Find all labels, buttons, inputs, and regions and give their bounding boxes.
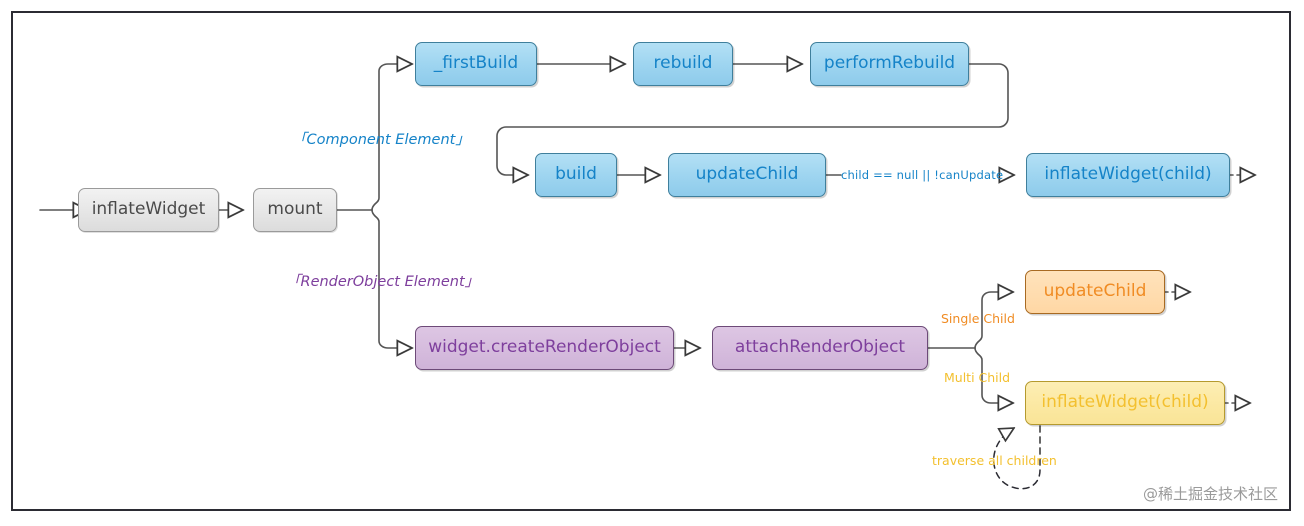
node-label: _firstBuild bbox=[433, 53, 519, 74]
node-label: widget.createRenderObject bbox=[428, 337, 661, 358]
node-attach-render-object[interactable]: attachRenderObject bbox=[712, 326, 928, 370]
node-build[interactable]: build bbox=[535, 153, 617, 197]
node-label: updateChild bbox=[695, 164, 799, 185]
node-mount[interactable]: mount bbox=[253, 188, 337, 232]
watermark: @稀土掘金技术社区 bbox=[1142, 485, 1278, 503]
node-label: rebuild bbox=[653, 53, 713, 74]
node-rebuild[interactable]: rebuild bbox=[633, 42, 733, 86]
node-label: inflateWidget(child) bbox=[1044, 164, 1212, 185]
edge-performrebuild-build bbox=[496, 63, 1009, 175]
node-first-build[interactable]: _firstBuild bbox=[415, 42, 537, 86]
node-label: build bbox=[555, 164, 597, 185]
node-label: performRebuild bbox=[823, 53, 956, 74]
edge-branch-multi-child bbox=[974, 347, 1013, 403]
edge-label-renderobject-element: 「RenderObject Element」 bbox=[286, 274, 480, 290]
edge-branch-component bbox=[371, 64, 412, 211]
node-update-child[interactable]: updateChild bbox=[668, 153, 826, 197]
node-label: inflateWidget(child) bbox=[1041, 392, 1209, 413]
node-label: attachRenderObject bbox=[734, 337, 906, 358]
edge-label-component-element: 「Component Element」 bbox=[292, 132, 470, 148]
node-inflate-widget-multi[interactable]: inflateWidget(child) bbox=[1025, 381, 1225, 425]
edge-label-traverse-all-children: traverse all children bbox=[932, 453, 1057, 468]
node-inflate-widget-child[interactable]: inflateWidget(child) bbox=[1026, 153, 1230, 197]
node-inflate-widget[interactable]: inflateWidget bbox=[78, 188, 219, 232]
diagram-frame bbox=[11, 11, 1291, 511]
edge-label-can-update: child == null || !canUpdate bbox=[841, 168, 1004, 182]
node-label: updateChild bbox=[1043, 281, 1147, 302]
node-update-child-single[interactable]: updateChild bbox=[1025, 270, 1165, 314]
node-create-render-object[interactable]: widget.createRenderObject bbox=[415, 326, 674, 370]
edge-label-single-child: Single Child bbox=[941, 311, 1015, 326]
edge-loop-traverse bbox=[992, 428, 1041, 490]
node-label: mount bbox=[267, 199, 323, 220]
edge-branch-renderobject bbox=[371, 209, 412, 348]
edge-label-multi-child: Multi Child bbox=[944, 370, 1011, 385]
edge-branch-single-child bbox=[974, 292, 1013, 349]
node-label: inflateWidget bbox=[91, 199, 206, 220]
node-perform-rebuild[interactable]: performRebuild bbox=[810, 42, 969, 86]
